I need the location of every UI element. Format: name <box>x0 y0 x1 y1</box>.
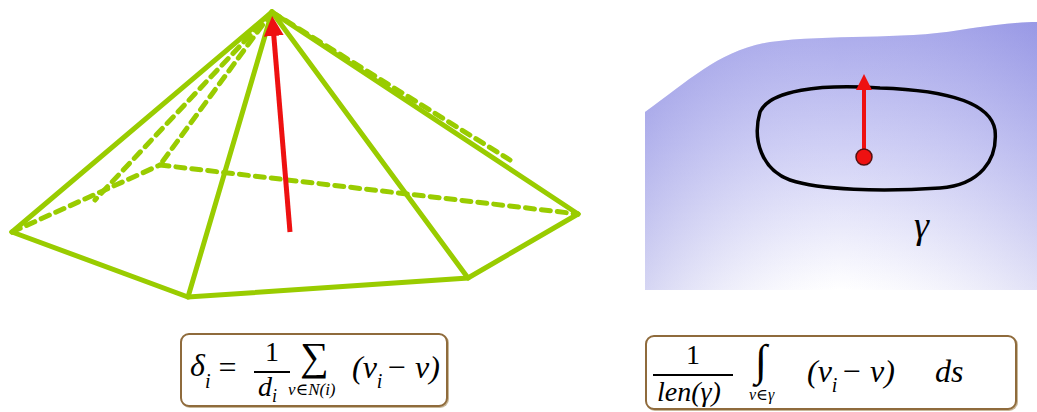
formula-box: 1 len(γ) ∫ v∈γ (vi− v) ds <box>645 335 1017 410</box>
formula-text: v∈N(i) <box>288 381 336 398</box>
formula-text: 1 <box>686 341 700 369</box>
formula-text: ∫ <box>755 339 767 383</box>
surface <box>645 22 1037 290</box>
formula-text: 1 <box>265 338 279 366</box>
formula-text: len(γ) <box>657 378 721 406</box>
formula-text: (v <box>807 355 832 387</box>
formula-text: − v) <box>385 351 439 383</box>
formula-box: δi=1di∑v∈N(i)(vi− v) <box>180 333 448 407</box>
pyramid <box>12 12 578 297</box>
formula-text: v∈γ <box>749 387 774 403</box>
curve-gamma <box>757 87 995 190</box>
formula-text: ∑ <box>300 337 329 377</box>
formula-text: = <box>218 351 236 383</box>
normal-arrow <box>273 26 290 232</box>
curve-label: γ <box>914 206 929 244</box>
formula-text: d <box>258 373 272 401</box>
normal-arrow <box>862 82 866 150</box>
formula-text: i <box>205 371 211 391</box>
formula-text: ds <box>935 355 963 387</box>
formula-text: i <box>832 375 838 395</box>
formula-text: i <box>272 387 277 405</box>
formula-text: δ <box>190 349 205 381</box>
formula-text: i <box>377 371 383 391</box>
point <box>856 149 872 165</box>
formula-text: − v) <box>840 355 894 387</box>
fraction-bar <box>653 374 733 376</box>
formula-text: (v <box>352 351 377 383</box>
